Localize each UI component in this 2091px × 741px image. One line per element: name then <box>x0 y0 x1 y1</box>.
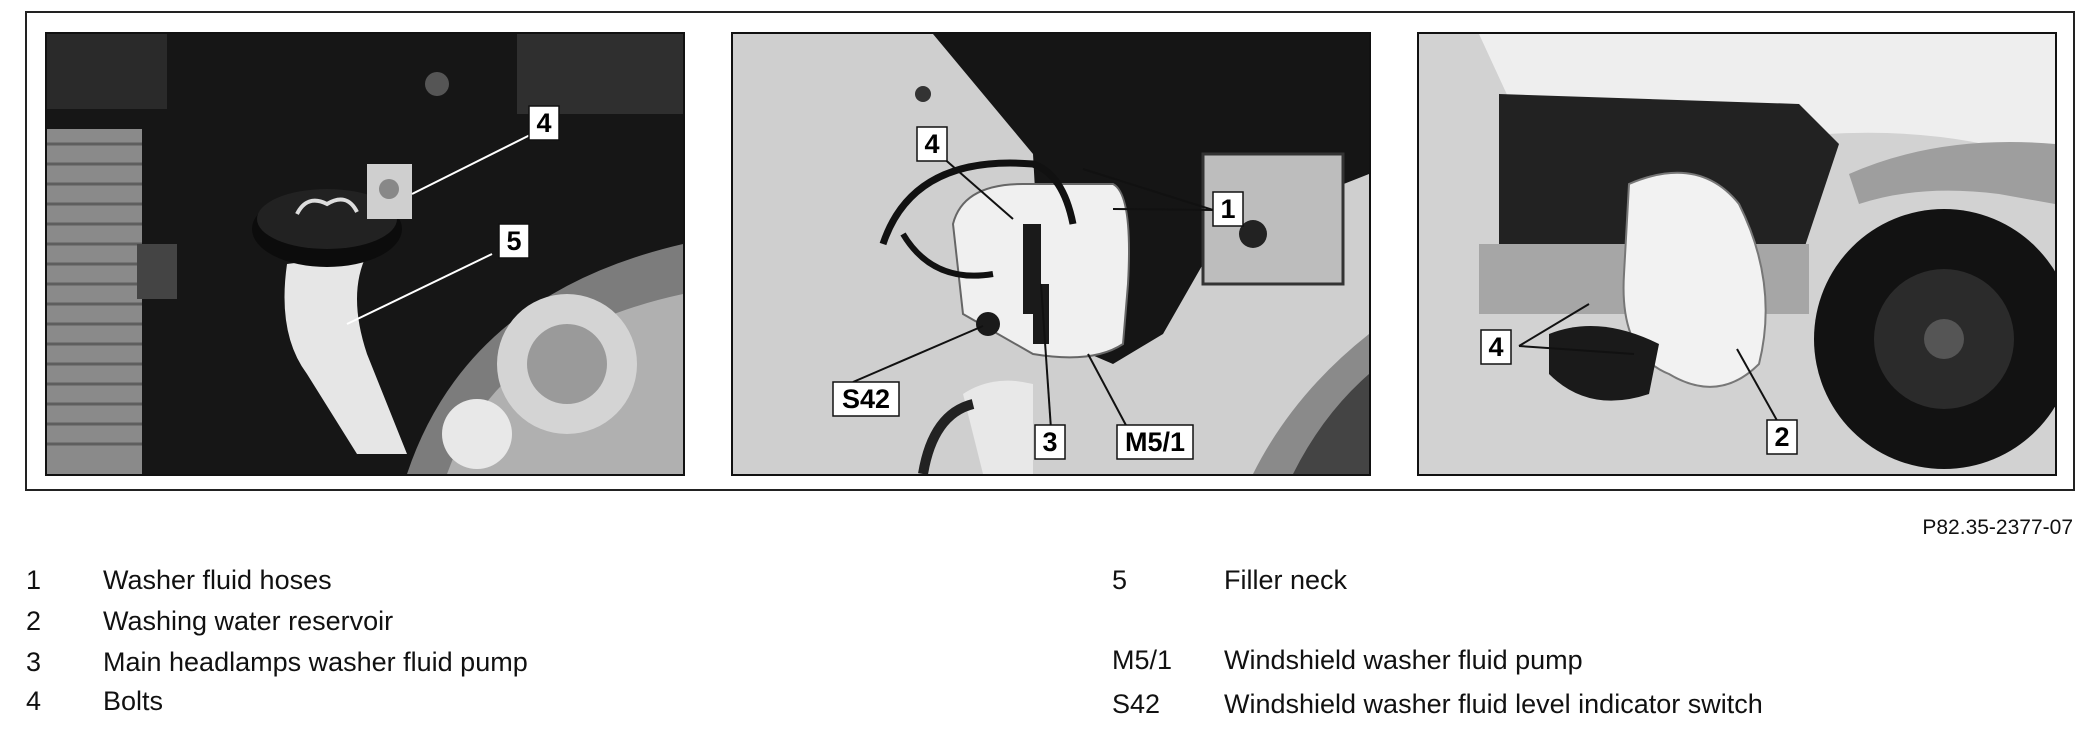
callout-label-5: 5 <box>506 226 521 256</box>
legend-number: 4 <box>26 686 42 716</box>
figure-frame: 4 5 <box>25 11 2075 491</box>
legend-description: Windshield washer fluid pump <box>1224 645 1583 675</box>
callout-4: 4 <box>1480 303 1635 365</box>
callout-5: 5 <box>346 223 530 325</box>
legend-number: M5/1 <box>1112 645 1173 675</box>
callout-label-S42: S42 <box>842 384 890 414</box>
legend-description: Main headlamps washer fluid pump <box>103 647 528 677</box>
callout-label-4: 4 <box>924 129 939 159</box>
callout-4: 4 <box>916 126 1014 220</box>
figure-reference-code: P82.35-2377-07 <box>1922 516 2073 539</box>
photo-washer-pumps: 4 1 S42 3 M5/1 <box>731 32 1371 476</box>
callout-S42: S42 <box>832 325 984 417</box>
callout-4: 4 <box>411 105 560 195</box>
legend-description: Washer fluid hoses <box>103 565 332 595</box>
legend-number: 2 <box>26 606 42 636</box>
legend-number: 3 <box>26 647 42 677</box>
callout-label-M5-1: M5/1 <box>1125 427 1185 457</box>
legend-description: Filler neck <box>1224 565 1348 595</box>
legend-number: 1 <box>26 565 42 595</box>
callout-label-4: 4 <box>536 108 551 138</box>
callout-label-2: 2 <box>1774 422 1789 452</box>
callout-label-3: 3 <box>1042 427 1057 457</box>
legend-number: 5 <box>1112 565 1128 595</box>
legend-description: Windshield washer fluid level indicator … <box>1224 689 1763 719</box>
legend-number: S42 <box>1112 689 1161 719</box>
callout-label-4: 4 <box>1488 332 1503 362</box>
callout-2: 2 <box>1736 348 1798 455</box>
photo-washer-reservoir: 4 2 <box>1417 32 2057 476</box>
callout-label-1: 1 <box>1220 194 1235 224</box>
callout-1: 1 <box>1082 168 1244 227</box>
callout-M5-1: M5/1 <box>1087 353 1194 460</box>
legend-description: Washing water reservoir <box>103 606 394 636</box>
photo-filler-neck: 4 5 <box>45 32 685 476</box>
callout-3: 3 <box>1034 283 1066 460</box>
legend-description: Bolts <box>103 686 164 716</box>
